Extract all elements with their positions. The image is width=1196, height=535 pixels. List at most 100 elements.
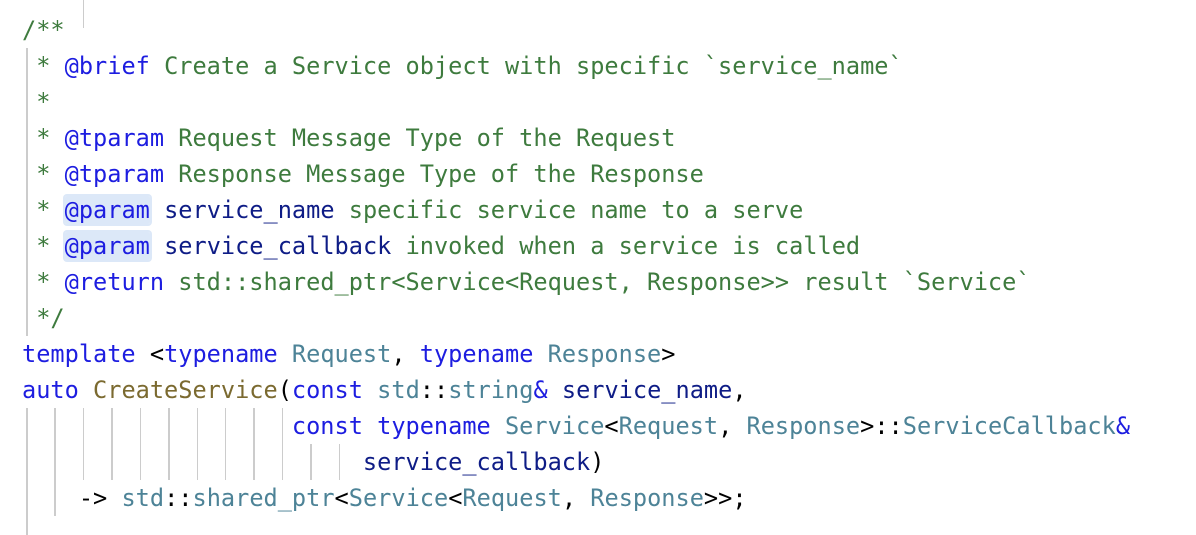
code-token: service_callback [362, 448, 591, 476]
code-token: Service [490, 412, 605, 440]
code-token [150, 232, 164, 260]
code-line-7: * @param service_callback invoked when a… [22, 228, 1130, 264]
indent-guide [168, 408, 170, 444]
code-token: template [22, 340, 136, 368]
code-token: , [561, 484, 577, 512]
code-token: ServiceCallback [902, 412, 1116, 440]
indent-guide [168, 444, 170, 480]
code-token: @brief [64, 52, 150, 80]
code-token: Service [348, 484, 449, 512]
code-token: Response [732, 412, 861, 440]
code-token: :: [419, 376, 449, 404]
code-token: CreateService [78, 376, 278, 404]
code-token: @return [64, 268, 165, 296]
indent-guide [196, 408, 199, 444]
code-token: < [604, 412, 619, 440]
code-token: ) [590, 448, 605, 476]
code-token: & [1115, 412, 1131, 440]
code-token [22, 412, 292, 440]
code-token: * [22, 196, 65, 224]
indent-guide [26, 444, 28, 480]
code-token: ( [277, 376, 292, 404]
code-token: Response Message Type of the Response [164, 160, 704, 188]
code-token: Request [277, 340, 392, 368]
code-token: * [22, 52, 65, 80]
indent-guide [26, 408, 28, 444]
code-line-13: service_callback) [22, 444, 1130, 480]
code-token: * [22, 160, 65, 188]
indent-guide [310, 444, 312, 480]
code-token: < [334, 484, 349, 512]
code-token: , [732, 376, 747, 404]
code-token: Response [576, 484, 704, 512]
indent-guide [338, 444, 341, 480]
code-token-highlighted: @param [64, 196, 150, 224]
code-token: * [22, 268, 65, 296]
indent-guide [281, 444, 284, 480]
code-line-11: auto CreateService(const std::string& se… [22, 372, 1130, 408]
code-token: typename [405, 340, 534, 368]
code-token: shared_ptr [192, 484, 335, 512]
code-line-12: const typename Service<Request, Response… [22, 408, 1130, 444]
code-line-1: /** [22, 12, 1130, 48]
code-token: */ [22, 304, 65, 332]
code-token: std::shared_ptr<Service<Request, Respons… [164, 268, 1031, 296]
code-token: < [135, 340, 165, 368]
indent-guide [253, 408, 255, 444]
code-line-2: * @brief Create a Service object with sp… [22, 48, 1130, 84]
code-line-9: */ [22, 300, 1130, 336]
code-token: * [22, 124, 65, 152]
code-token: service_callback [164, 232, 392, 260]
code-line-10: template <typename Request, typename Res… [22, 336, 1130, 372]
code-token: & [533, 376, 548, 404]
code-token: Response [533, 340, 662, 368]
code-token: @tparam [64, 160, 165, 188]
code-token: :: [164, 484, 193, 512]
code-token: string [448, 376, 534, 404]
indent-guide [253, 444, 255, 480]
code-token [22, 448, 363, 476]
indent-guide [54, 480, 56, 516]
code-token: invoked when a service is called [391, 232, 861, 260]
code-token: specific service name to a serve [334, 196, 804, 224]
code-token: > [661, 340, 676, 368]
indent-guide [224, 408, 227, 444]
indent-guide [139, 408, 142, 444]
code-token: Create a Service object with specific `s… [149, 52, 903, 80]
code-token: >:: [860, 412, 903, 440]
code-token: Request Message Type of the Request [164, 124, 676, 152]
indent-guide [82, 444, 85, 480]
code-token: < [448, 484, 463, 512]
code-token: Request [618, 412, 719, 440]
code-token: typename [164, 340, 278, 368]
code-token: >>; [703, 484, 747, 512]
code-token [150, 196, 164, 224]
code-line-6: * @param service_name specific service n… [22, 192, 1130, 228]
code-token: , [718, 412, 733, 440]
indent-guide [82, 408, 85, 444]
code-token: const [291, 376, 363, 404]
code-area: /** * @brief Create a Service object wit… [22, 12, 1130, 516]
code-line-4: * @tparam Request Message Type of the Re… [22, 120, 1130, 156]
code-token: service_name [164, 196, 335, 224]
code-token-highlighted: @param [64, 232, 150, 260]
indent-guide [281, 408, 284, 444]
code-token: service_name [547, 376, 733, 404]
code-line-5: * @tparam Response Message Type of the R… [22, 156, 1130, 192]
code-token [22, 484, 79, 512]
indent-guide [139, 444, 142, 480]
indent-guide [82, 0, 85, 28]
code-token: * [22, 88, 51, 116]
indent-guide [224, 444, 227, 480]
code-line-14: -> std::shared_ptr<Service<Request, Resp… [22, 480, 1130, 516]
code-token: std [121, 484, 165, 512]
code-token: const typename [291, 412, 491, 440]
code-token: auto [22, 376, 79, 404]
code-line-8: * @return std::shared_ptr<Service<Reques… [22, 264, 1130, 300]
code-token: -> [78, 484, 122, 512]
indent-guide [196, 444, 199, 480]
indent-guide [111, 408, 113, 444]
indent-guide [26, 516, 28, 535]
code-token: * [22, 232, 65, 260]
